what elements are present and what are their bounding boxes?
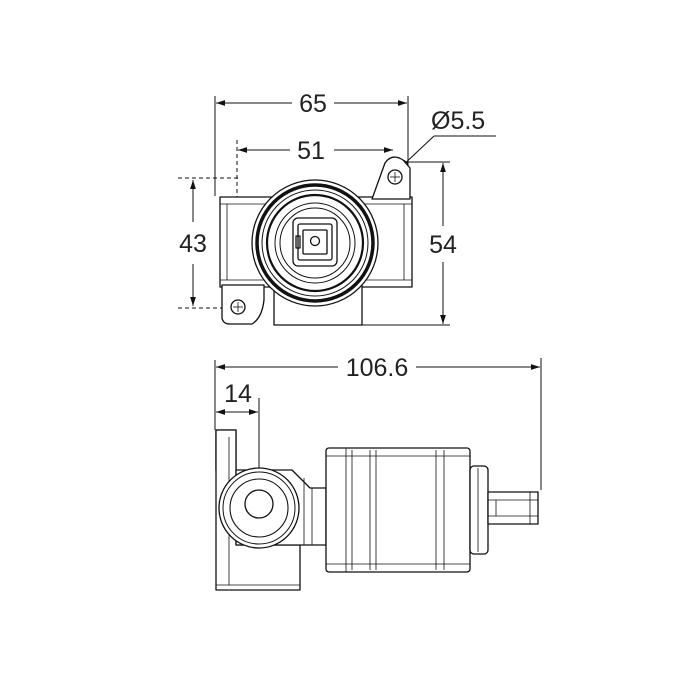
dimension-54: 54: [362, 161, 457, 326]
dimension-65: 65: [216, 90, 407, 118]
dimension-51: 51: [238, 137, 393, 165]
dimension-14: 14: [216, 380, 258, 415]
dimension-51-label: 51: [297, 137, 325, 165]
dimension-14-label: 14: [224, 380, 252, 408]
dimension-hole-diameter-label: Ø5.5: [431, 107, 485, 135]
dimension-106-6: 106.6: [216, 354, 540, 382]
valve-body-side: [215, 429, 539, 591]
dimension-54-label: 54: [429, 231, 457, 259]
dimension-hole-diameter: Ø5.5: [399, 107, 496, 169]
dimension-106-6-label: 106.6: [346, 354, 409, 382]
side-view: 106.6 14: [214, 354, 542, 591]
dimension-43: 43: [179, 180, 207, 306]
dimension-43-label: 43: [179, 230, 207, 258]
valve-body-top: [219, 156, 413, 326]
dimension-65-label: 65: [299, 90, 327, 118]
top-view: 65 51 Ø5.5 43 54: [178, 90, 496, 326]
